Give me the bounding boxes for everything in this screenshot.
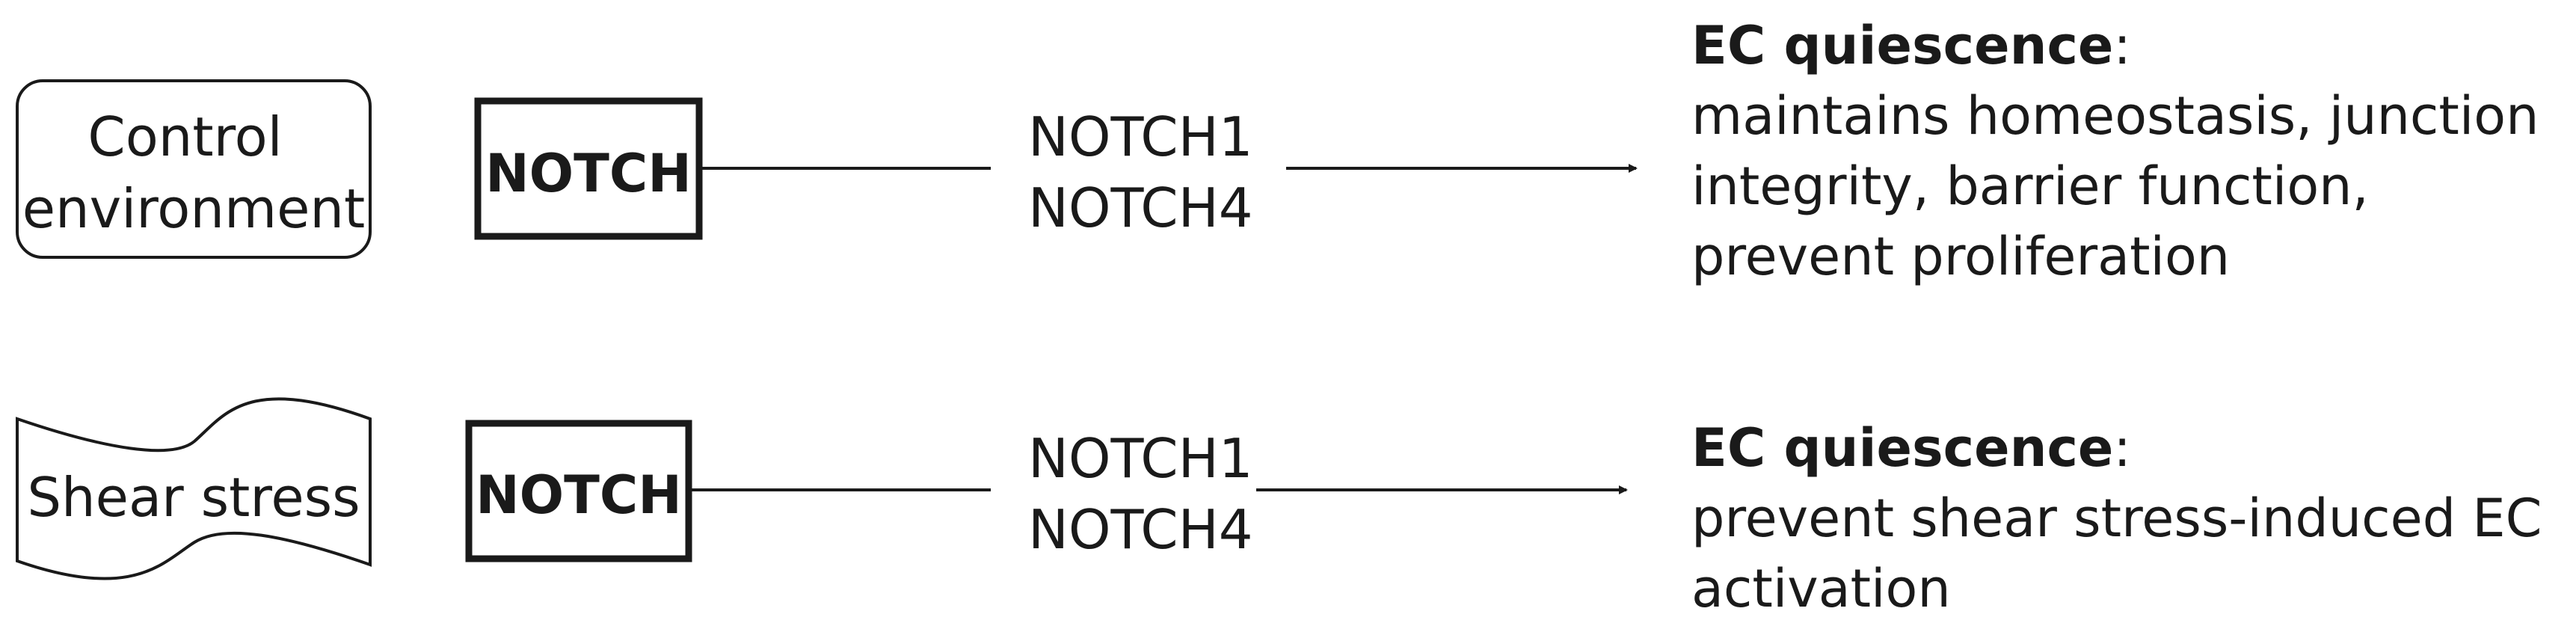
receptor-label: NOTCH1 NOTCH4 (1028, 427, 1270, 561)
outcome-heading: EC quiescence: (1691, 10, 2566, 81)
condition-line-1: Control (87, 105, 282, 168)
condition-line-2: environment (22, 177, 366, 240)
receptor-label: NOTCH1 NOTCH4 (1028, 105, 1270, 239)
receptor-notch4: NOTCH4 (1028, 177, 1253, 239)
notch-label: NOTCH (476, 464, 682, 526)
shear-stress-box (16, 397, 372, 580)
outcome-separator: : (2113, 417, 2132, 479)
notch-label: NOTCH (485, 143, 692, 204)
outcome-title: EC quiescence (1691, 15, 2114, 76)
outcome-description: prevent shear stress-induced EC activati… (1691, 488, 2542, 619)
receptor-notch1: NOTCH1 (1028, 427, 1253, 490)
notch-box (465, 420, 692, 562)
control-environment-label: Control environment (22, 105, 366, 240)
row-shear-stress: Shear stress NOTCH NOTCH1 NOTCH4 (16, 397, 1628, 580)
outcome-shear-stress: EC quiescence: prevent shear stress-indu… (1691, 413, 2566, 624)
control-environment-box (16, 79, 372, 259)
outcome-description: maintains homeostasis, junction integrit… (1691, 85, 2539, 287)
outcome-separator: : (2113, 15, 2132, 76)
shear-stress-label: Shear stress (27, 466, 360, 529)
outcome-heading: EC quiescence: (1691, 413, 2566, 483)
row-control: Control environment NOTCH NOTCH1 NOTCH4 (16, 79, 1638, 259)
receptor-notch1: NOTCH1 (1028, 105, 1253, 168)
outcome-title: EC quiescence (1691, 417, 2114, 479)
receptor-notch4: NOTCH4 (1028, 498, 1253, 561)
outcome-control: EC quiescence: maintains homeostasis, ju… (1691, 10, 2566, 292)
